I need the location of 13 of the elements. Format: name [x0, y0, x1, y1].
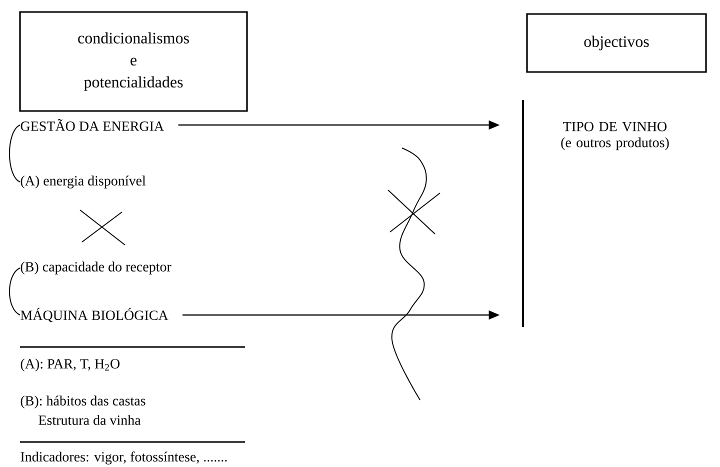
text-label: Indicadores: vigor, fotossíntese, ....... — [20, 452, 227, 464]
curved-bracket — [9, 268, 20, 316]
text-label: GESTÃO DA ENERGIA — [20, 119, 164, 131]
text-label: (A): PAR, T, H$_{2}$O — [20, 358, 120, 372]
text-label: (A) energia disponível — [20, 176, 146, 188]
text-label: Estrutura da vinha — [38, 415, 141, 425]
text-label: (B) capacidade do receptor — [20, 262, 172, 274]
text-box: condicionalismos e potencialidades — [19, 11, 248, 112]
text-label: TIPO DE VINHO (e outros produtos) — [561, 122, 669, 150]
curved-bracket — [9, 124, 20, 182]
text-box: objectivos — [526, 13, 707, 73]
text-label: (B): hábitos das castas — [20, 396, 146, 408]
text-label: MÁQUINA BIOLÓGICA — [20, 308, 168, 322]
